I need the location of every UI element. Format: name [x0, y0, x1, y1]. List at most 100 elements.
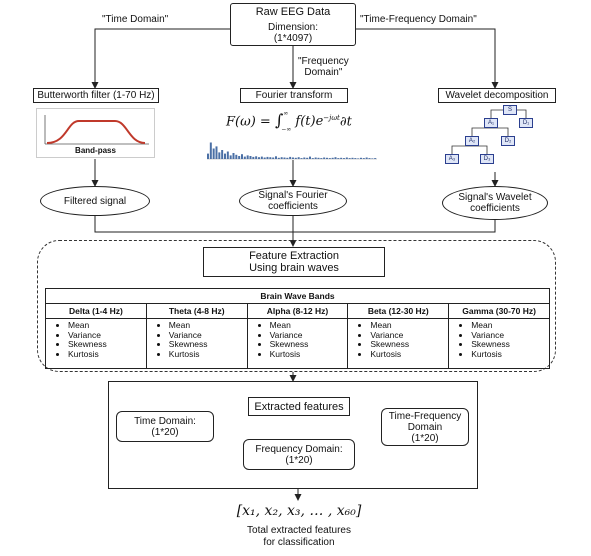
spectrum-bar	[280, 157, 283, 159]
wavelet-node-a1: A₁	[484, 118, 498, 128]
spectrum-bar	[269, 157, 272, 159]
feature-item: Mean	[270, 320, 348, 331]
spectrum-bar	[235, 154, 238, 159]
spectrum-bar	[348, 158, 351, 159]
spectrum-bar	[224, 153, 226, 159]
fourier-coefficients-line1: Signal's Fourier	[258, 190, 328, 201]
spectrum-bar	[328, 158, 331, 159]
frequency-domain-label: "Frequency Domain"	[298, 56, 349, 78]
spectrum-bar	[243, 156, 246, 159]
filtered-signal-label: Filtered signal	[63, 195, 127, 207]
spectrum-bar	[294, 157, 297, 159]
feature-extraction-line2: Using brain waves	[249, 262, 339, 274]
band-header-beta: Beta (12-30 Hz)	[347, 303, 450, 319]
fourier-formula-lower-limit: −∞	[281, 126, 292, 134]
wavelet-node-d1: D₁	[519, 118, 533, 128]
spectrum-bar	[272, 157, 275, 159]
time-domain-features-line2: (1*20)	[151, 426, 179, 438]
wavelet-coefficients-line1: Signal's Wavelet	[458, 192, 532, 203]
band-header-alpha: Alpha (8-12 Hz)	[246, 303, 349, 319]
spectrum-bar	[334, 157, 337, 159]
feature-item: Mean	[370, 320, 448, 331]
time-domain-label: "Time Domain"	[102, 14, 169, 25]
frequency-domain-features-line1: Frequency Domain:	[255, 443, 343, 455]
spectrum-bar	[360, 157, 362, 159]
spectrum-bar	[212, 148, 215, 159]
fourier-transform-label: Fourier transform	[255, 90, 333, 101]
band-pass-caption: Band-pass	[75, 146, 116, 155]
fourier-coefficients-line2: coefficients	[268, 201, 318, 212]
butterworth-filter-label: Butterworth filter (1-70 Hz)	[37, 90, 155, 101]
feature-vector: [x₁, x₂, x₃, … , x₆₀]	[236, 503, 362, 519]
raw-eeg-box: Raw EEG Data Dimension: (1*4097)	[230, 3, 356, 46]
feature-item: Skewness	[68, 339, 146, 350]
spectrum-bar	[260, 156, 263, 159]
spectrum-bar	[246, 155, 249, 159]
feature-extraction-box: Feature Extraction Using brain waves	[203, 247, 385, 277]
time-frequency-features-line3: (1*20)	[411, 432, 439, 444]
spectrum-bar	[207, 153, 209, 159]
raw-eeg-dimension-label: Dimension:	[267, 21, 319, 33]
wavelet-decomposition-label: Wavelet decomposition	[445, 90, 549, 101]
spectrum-bar	[297, 157, 300, 159]
spectrum-bar	[221, 150, 224, 159]
band-header-theta: Theta (4-8 Hz)	[145, 303, 248, 319]
spectrum-bar	[226, 151, 229, 159]
spectrum-bar	[354, 158, 357, 159]
feature-item: Variance	[68, 330, 146, 341]
spectrum-bar	[300, 158, 303, 159]
total-features-caption: Total extracted features for classificat…	[228, 525, 370, 549]
time-frequency-features-line2: Domain	[407, 421, 443, 433]
extracted-features-box: Extracted features	[248, 397, 350, 416]
spectrum-bar	[365, 157, 368, 159]
spectrum-bar	[357, 158, 360, 159]
frequency-domain-label-line2: Domain"	[304, 67, 343, 78]
fourier-formula-exponent: −jωt	[323, 114, 340, 122]
spectrum-bar	[215, 146, 218, 159]
band-header-gamma: Gamma (30-70 Hz)	[448, 303, 550, 319]
spectrum-bar	[252, 156, 255, 159]
wavelet-coefficients-ellipse: Signal's Wavelet coefficients	[442, 186, 548, 220]
feature-item: Variance	[169, 330, 247, 341]
wavelet-coefficients-line2: coefficients	[470, 203, 520, 214]
butterworth-filter-box: Butterworth filter (1-70 Hz)	[33, 88, 159, 103]
spectrum-bar	[292, 157, 294, 159]
spectrum-bar	[289, 156, 292, 159]
time-frequency-domain-label: "Time-Frequency Domain"	[360, 14, 477, 25]
feature-item: Mean	[68, 320, 146, 331]
spectrum-bar	[331, 157, 334, 159]
spectrum-bar	[303, 157, 306, 159]
total-features-line2: for classification	[263, 537, 335, 548]
spectrum-bar	[340, 157, 343, 159]
spectrum-bar	[283, 157, 286, 159]
spectrum-bar	[258, 157, 260, 159]
fourier-formula-upper-limit: ∞	[283, 110, 289, 118]
fourier-formula-lhs: F(ω) =	[226, 114, 271, 130]
wavelet-tree: S A₁ D₁ A₂ D₂ A₃ D₃	[438, 104, 556, 174]
spectrum-bar	[309, 156, 311, 159]
spectrum-bar	[337, 158, 340, 159]
time-frequency-features-box: Time-Frequency Domain (1*20)	[381, 408, 469, 446]
time-domain-features-box: Time Domain: (1*20)	[116, 411, 214, 442]
spectrum-bar	[323, 157, 326, 159]
spectrum-bar	[263, 157, 266, 159]
wavelet-node-a2: A₂	[465, 136, 479, 146]
feature-item: Skewness	[270, 339, 348, 350]
spectrum-bar	[326, 157, 328, 159]
spectrum-bar	[286, 157, 289, 159]
feature-item: Mean	[169, 320, 247, 331]
spectrum-bar	[351, 157, 354, 159]
frequency-domain-features-line2: (1*20)	[285, 454, 313, 466]
band-pass-curve	[44, 115, 149, 145]
spectrum-bar	[232, 153, 235, 159]
time-domain-features-line1: Time Domain:	[134, 415, 196, 427]
spectrum-bar	[320, 158, 323, 159]
feature-item: Mean	[471, 320, 549, 331]
wavelet-decomposition-box: Wavelet decomposition	[438, 88, 556, 103]
feature-item: Kurtosis	[471, 349, 549, 360]
band-cell-beta: Mean Variance Skewness Kurtosis	[347, 318, 450, 369]
feature-extraction-region	[37, 240, 556, 372]
feature-item: Variance	[270, 330, 348, 341]
fourier-transform-box: Fourier transform	[240, 88, 348, 103]
wavelet-node-d3: D₃	[480, 154, 494, 164]
